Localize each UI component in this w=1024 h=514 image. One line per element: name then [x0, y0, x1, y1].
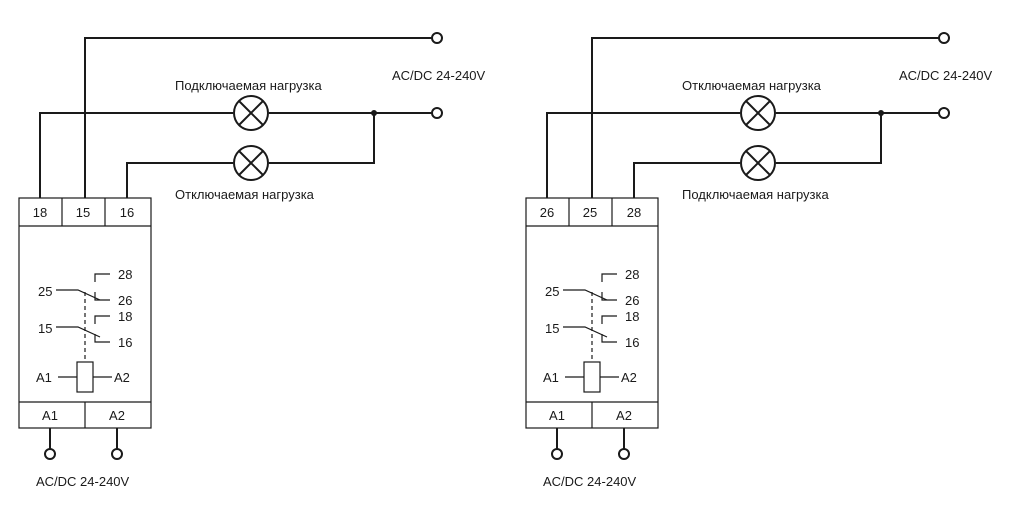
contact-nc-lead: [601, 273, 617, 282]
supply-label-bottom: AC/DC 24-240V: [543, 474, 637, 489]
junction-dot: [878, 110, 884, 116]
terminal-label: 28: [627, 205, 641, 220]
contact-switch: [56, 326, 101, 338]
contact-no-lead: [94, 334, 110, 343]
contact-switch: [563, 289, 608, 301]
load-wire: [546, 112, 740, 198]
contact-no-lead: [601, 292, 617, 301]
schematic-right: 26 25 28 A1 A2 AC/DC 24-240V Отключаемая…: [525, 32, 993, 489]
contact-label: 15: [545, 321, 559, 336]
terminal-label: 18: [33, 205, 47, 220]
supply-label-top: AC/DC 24-240V: [899, 68, 993, 83]
contact-nc-lead: [601, 315, 617, 324]
lamp-icon: [740, 145, 776, 181]
contact-label: 18: [118, 309, 132, 324]
contact-label: 25: [38, 284, 52, 299]
contact-label: 25: [545, 284, 559, 299]
coil-symbol: [583, 361, 601, 393]
coil-symbol: [76, 361, 94, 393]
supply-label-bottom: AC/DC 24-240V: [36, 474, 130, 489]
terminal-label: 16: [120, 205, 134, 220]
supply-terminal: [938, 32, 950, 44]
load-wire: [39, 112, 233, 198]
contact-label: 26: [118, 293, 132, 308]
junction-dot: [371, 110, 377, 116]
load-label-upper: Подключаемая нагрузка: [175, 78, 322, 93]
terminal-label: 26: [540, 205, 554, 220]
supply-wire: [591, 37, 942, 198]
lamp-icon: [233, 145, 269, 181]
contact-no-lead: [94, 292, 110, 301]
load-label-lower: Отключаемая нагрузка: [175, 187, 315, 202]
contact-label: 16: [625, 335, 639, 350]
contact-label: 18: [625, 309, 639, 324]
load-wire: [269, 113, 375, 164]
lamp-icon: [233, 95, 269, 131]
contact-label: 16: [118, 335, 132, 350]
contact-label: 26: [625, 293, 639, 308]
contact-switch: [563, 326, 608, 338]
supply-terminal: [431, 107, 443, 119]
contact-label: 28: [625, 267, 639, 282]
supply-terminal: [618, 448, 630, 460]
coil-label: A2: [114, 370, 130, 385]
contact-switch: [56, 289, 101, 301]
supply-terminal: [111, 448, 123, 460]
terminal-label: A1: [549, 408, 565, 423]
contact-label: 28: [118, 267, 132, 282]
terminal-label: A1: [42, 408, 58, 423]
contact-nc-lead: [94, 273, 110, 282]
supply-label-top: AC/DC 24-240V: [392, 68, 486, 83]
load-wire: [126, 162, 233, 198]
coil-label: A1: [36, 370, 52, 385]
supply-terminal: [938, 107, 950, 119]
supply-wire: [84, 37, 435, 198]
load-label-lower: Подключаемая нагрузка: [682, 187, 829, 202]
load-wire: [633, 162, 740, 198]
load-wire: [776, 113, 882, 164]
terminal-label: A2: [616, 408, 632, 423]
terminal-label: 15: [76, 205, 90, 220]
contact-label: 15: [38, 321, 52, 336]
load-label-upper: Отключаемая нагрузка: [682, 78, 822, 93]
coil-label: A1: [543, 370, 559, 385]
contact-no-lead: [601, 334, 617, 343]
lamp-icon: [740, 95, 776, 131]
terminal-label: 25: [583, 205, 597, 220]
schematic-left: 18 15 16 A1 A2 AC/DC 24-240V Подклю: [18, 32, 486, 489]
supply-terminal: [44, 448, 56, 460]
supply-terminal: [431, 32, 443, 44]
coil-label: A2: [621, 370, 637, 385]
supply-terminal: [551, 448, 563, 460]
contact-nc-lead: [94, 315, 110, 324]
terminal-label: A2: [109, 408, 125, 423]
